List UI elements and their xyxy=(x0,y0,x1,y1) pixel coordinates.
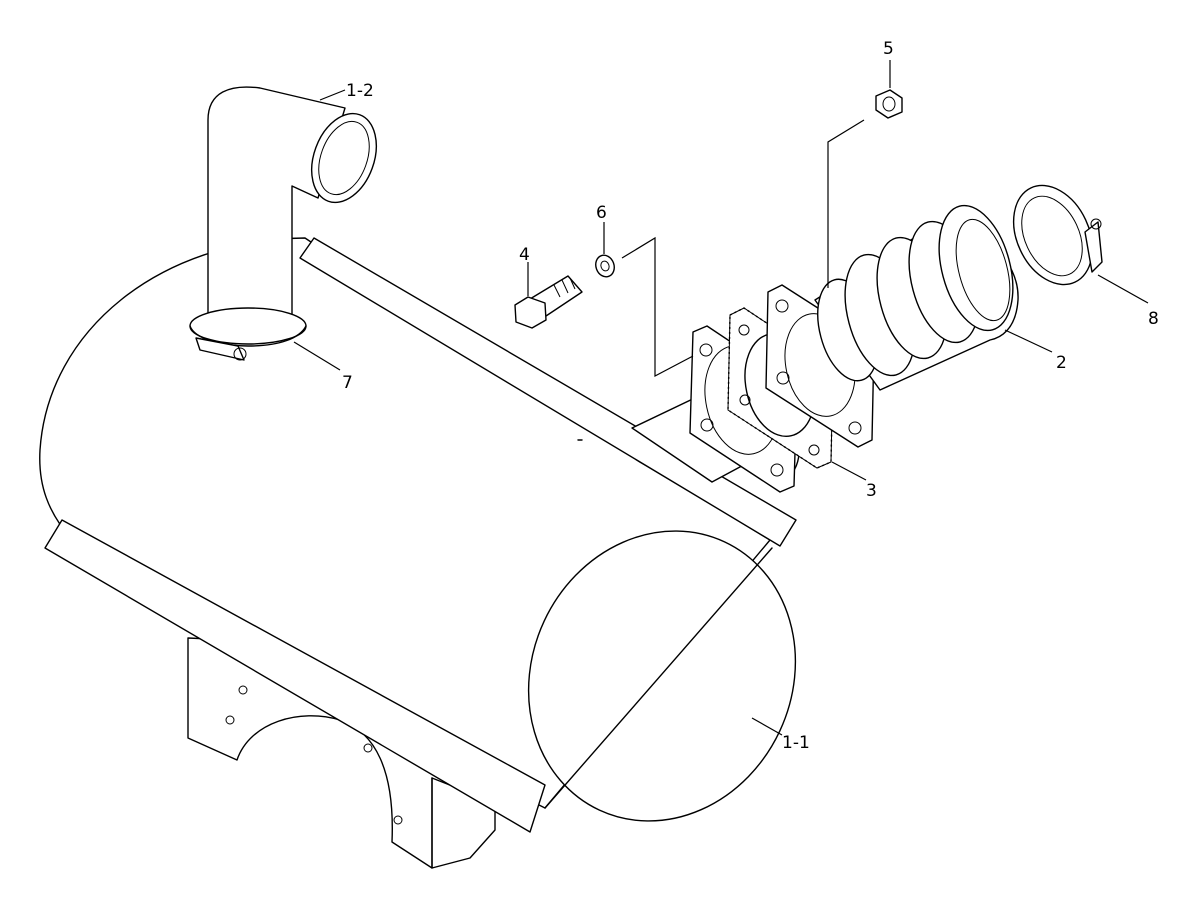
callouts: 1-2 7 4 6 5 8 2 3 1-1 xyxy=(342,39,1159,753)
callout-8: 8 xyxy=(1148,309,1159,329)
clamp-ring xyxy=(1012,184,1103,286)
callout-3: 3 xyxy=(866,481,877,501)
leader-lines xyxy=(293,60,1149,736)
callout-4: 4 xyxy=(519,245,530,265)
callout-2: 2 xyxy=(1056,353,1067,373)
elbow-clamp xyxy=(189,307,307,361)
bolt xyxy=(514,275,583,329)
bellows xyxy=(814,204,1019,391)
elbow-pipe xyxy=(207,86,377,319)
callout-6: 6 xyxy=(596,203,607,223)
muffler-body xyxy=(39,237,797,833)
washer xyxy=(595,254,615,278)
callout-1-2: 1-2 xyxy=(346,81,374,101)
callout-5: 5 xyxy=(883,39,894,59)
callout-1-1: 1-1 xyxy=(782,733,810,753)
callout-7: 7 xyxy=(342,373,353,393)
nut xyxy=(875,89,903,119)
